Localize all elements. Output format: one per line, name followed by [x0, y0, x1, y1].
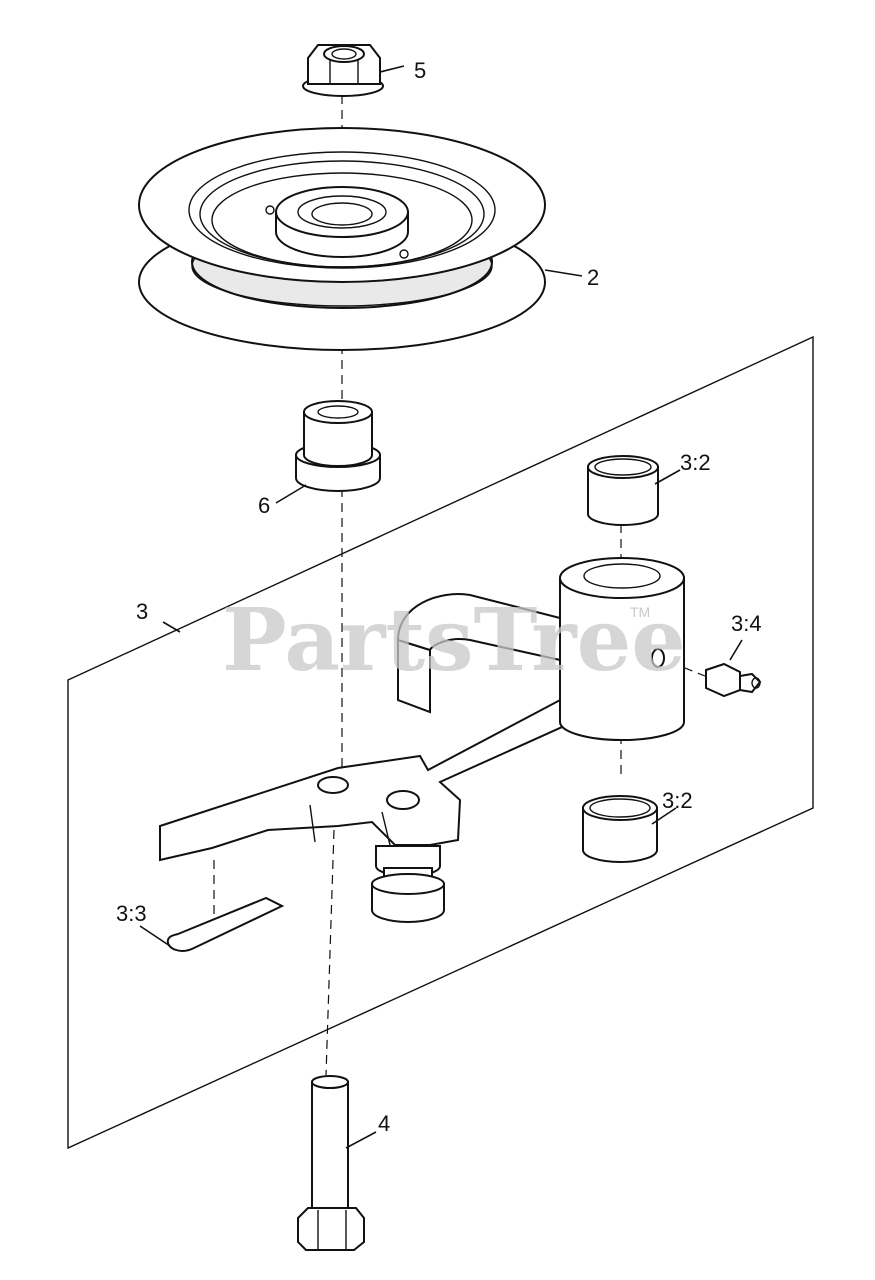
pulley-spacer: [295, 400, 381, 492]
idler-arm: [159, 557, 685, 923]
decal-strip: [166, 896, 285, 952]
callout-decal: 3:3: [116, 901, 147, 926]
callout-bushing-bottom: 3:2: [662, 788, 693, 813]
bushing-bottom: [582, 795, 658, 863]
callout-bolt: 4: [378, 1111, 390, 1136]
partstree-watermark: PartsTree: [222, 590, 686, 691]
callout-bushing-top: 3:2: [680, 450, 711, 475]
leader-lines: [139, 65, 743, 1149]
flange-nut: [302, 44, 384, 97]
callout-spacer: 6: [258, 493, 270, 518]
idler-pulley: [138, 127, 546, 351]
callout-grease-fitting: 3:4: [731, 611, 762, 636]
pivot-bolt: [297, 1075, 365, 1251]
callout-nut: 5: [414, 58, 426, 83]
callout-arm-assembly: 3: [136, 599, 148, 624]
trademark-symbol: TM: [630, 604, 650, 620]
callout-pulley: 2: [587, 265, 599, 290]
grease-fitting: [705, 662, 762, 698]
bushing-top: [587, 455, 659, 526]
assembly-plane: [67, 335, 814, 1150]
